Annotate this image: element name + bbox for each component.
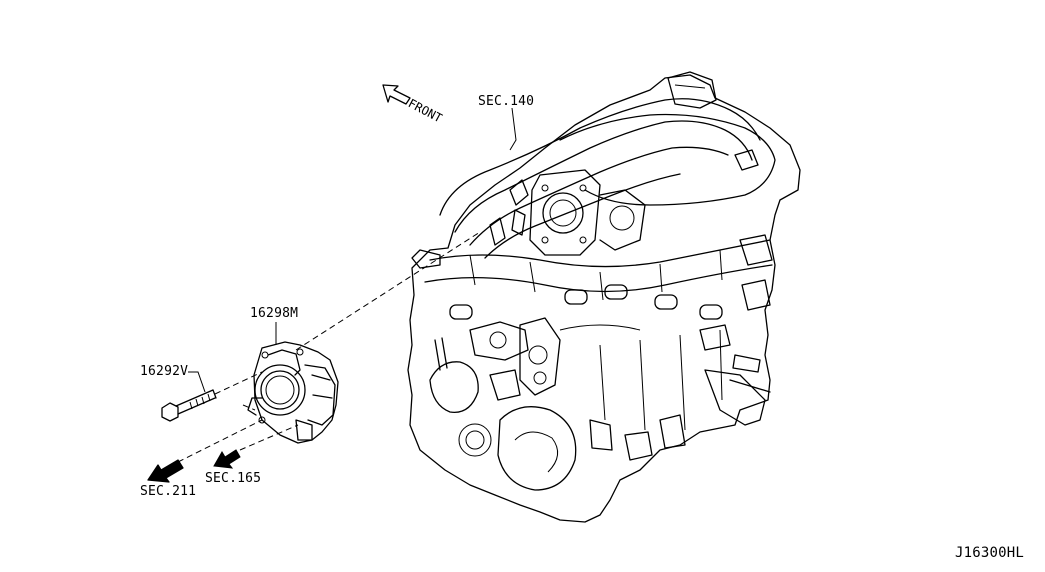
sec211-arrow-icon xyxy=(147,459,184,483)
part-16292v-label: 16292V xyxy=(140,364,189,379)
front-arrow-icon xyxy=(382,84,411,105)
assembly-line-throttle-to-manifold xyxy=(295,231,481,351)
assembly-line-bolt xyxy=(214,371,263,395)
assembly-line-sec211 xyxy=(177,419,263,463)
engine-block xyxy=(407,71,801,523)
assembly-line-sec165 xyxy=(239,424,299,451)
sec211-label: SEC.211 xyxy=(140,484,197,499)
sec140-label: SEC.140 xyxy=(478,94,535,109)
sec165-label: SEC.165 xyxy=(205,471,262,486)
sec165-arrow-icon xyxy=(213,449,241,469)
assembly-line-stud xyxy=(242,404,256,411)
16292v-leader-line xyxy=(188,371,206,393)
bolt-16292v xyxy=(161,389,217,422)
part-16298m-label: 16298M xyxy=(250,306,299,321)
sec140-leader-line xyxy=(509,107,517,151)
diagram-id-label: J16300HL xyxy=(955,545,1025,561)
throttle-body xyxy=(247,341,339,444)
